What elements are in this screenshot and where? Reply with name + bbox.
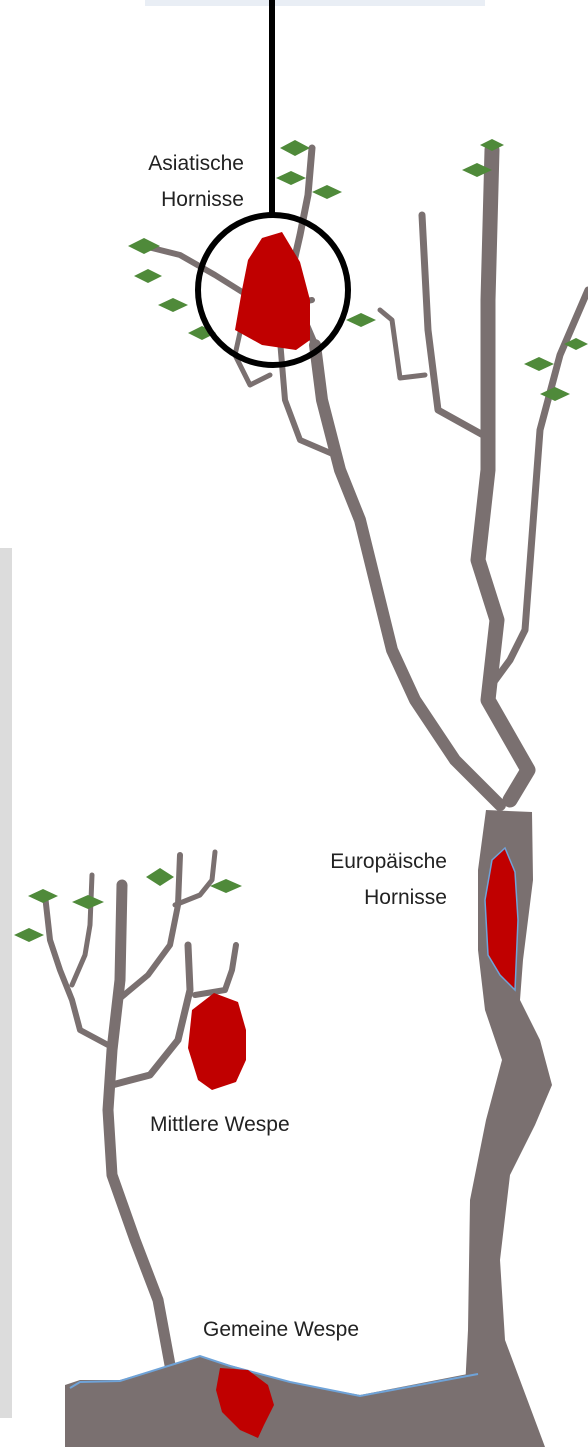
leaf-icon (134, 269, 162, 283)
tall-tree-left-branch (315, 345, 500, 805)
asian-hornet-label: Asiatische Hornisse (104, 146, 244, 218)
leaf-icon (210, 879, 242, 893)
median-wasp-label: Mittlere Wespe (150, 1107, 290, 1143)
leaf-icon (146, 868, 174, 886)
european-hornet-label-line1: Europäische (280, 844, 447, 880)
asian-hornet-label-line2: Hornisse (104, 182, 244, 218)
leaf-icon (540, 387, 570, 401)
leaf-icon (524, 357, 554, 371)
common-wasp-label: Gemeine Wespe (203, 1312, 359, 1348)
leaf-icon (280, 140, 310, 156)
european-hornet-label: Europäische Hornisse (280, 844, 447, 916)
european-hornet-label-line2: Hornisse (280, 880, 447, 916)
small-tree-left-twig (72, 875, 92, 985)
leaf-icon (276, 171, 306, 185)
small-tree-hook-branch (195, 945, 236, 995)
top-photo-strip (145, 0, 485, 6)
tall-tree-main-branch (478, 150, 528, 800)
leaf-icon (480, 139, 504, 151)
leaf-icon (158, 298, 188, 312)
leaf-icon (14, 928, 44, 942)
leaf-icon (346, 313, 376, 327)
leaf-icon (72, 895, 104, 909)
tall-tree-small-twig (380, 310, 425, 378)
tall-tree (140, 148, 588, 805)
leaf-icon (28, 889, 58, 903)
median-wasp-nest (188, 993, 246, 1090)
left-panel-edge (0, 548, 12, 1418)
asian-hornet-label-line1: Asiatische (104, 146, 244, 182)
leaf-icon (312, 185, 342, 199)
